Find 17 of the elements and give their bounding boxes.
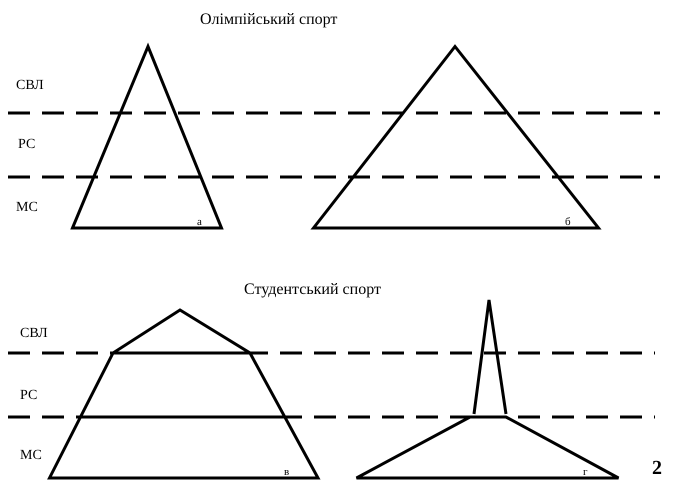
pyramid-shape [71,45,223,231]
section-heading: Олімпійський спорт [200,12,338,28]
panel-letter: в [284,466,290,478]
level-label: РС [18,137,36,153]
panel-letter: г [583,466,588,478]
section-heading: Студентський спорт [244,282,381,298]
level-label: СВЛ [16,78,44,94]
level-label: РС [20,388,38,404]
level-label: СВЛ [20,326,48,342]
level-label: МС [20,448,42,464]
pyramid-shape [312,45,600,231]
pyramid-shape [48,308,320,480]
panel-letter: а [197,216,202,228]
level-label: МС [16,200,38,216]
figure-number: 2 [652,460,662,476]
panel-letter: б [565,216,571,228]
pyramid-shape [355,298,620,480]
